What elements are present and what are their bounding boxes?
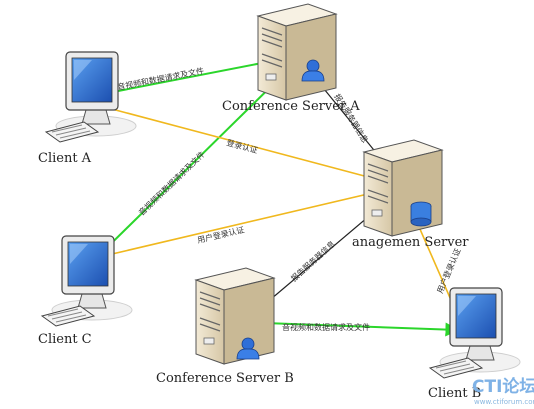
edge-login-client-c-label: 用户登录认证	[196, 224, 245, 245]
conference-server-b-node	[195, 267, 275, 365]
edge-report-server-b-label: 报告服务器信息	[289, 239, 337, 284]
conference-server-a-icon	[257, 3, 337, 101]
conference-server-a-label: Conference Server A	[222, 99, 360, 114]
conference-server-a-node	[257, 3, 337, 101]
client-c-monitor-icon	[41, 235, 133, 327]
edge-av-client-b	[236, 315, 460, 337]
conference-server-b-icon	[195, 267, 275, 365]
edge-login-client-a	[77, 99, 404, 189]
management-server-node	[363, 139, 443, 237]
client-b-node	[429, 287, 521, 379]
management-server-label: anagemen Server	[352, 235, 469, 250]
client-c-label: Client C	[38, 332, 92, 347]
edge-av-client-a-label: 音视频和数据请求及文件	[116, 65, 204, 92]
client-b-label: Client B	[428, 386, 481, 401]
edge-login-client-a-label: 登录认证	[225, 137, 258, 155]
watermark: CTI论坛 www.ctiforum.com	[472, 376, 534, 406]
edge-av-client-b-label: 音视频和数据请求及文件	[282, 322, 370, 332]
watermark-url: www.ctiforum.com	[474, 398, 534, 406]
client-a-label: Client A	[38, 151, 92, 166]
conference-server-b-label: Conference Server B	[156, 371, 294, 386]
client-a-node	[45, 51, 137, 143]
database-icon	[410, 201, 432, 227]
client-b-monitor-icon	[429, 287, 521, 379]
watermark-logo: CTI论坛	[472, 376, 534, 397]
client-a-monitor-icon	[45, 51, 137, 143]
client-c-node	[41, 235, 133, 327]
edge-av-client-c-label: 音视频和数据请求及文件	[136, 149, 206, 217]
edge-login-client-c	[77, 182, 404, 263]
